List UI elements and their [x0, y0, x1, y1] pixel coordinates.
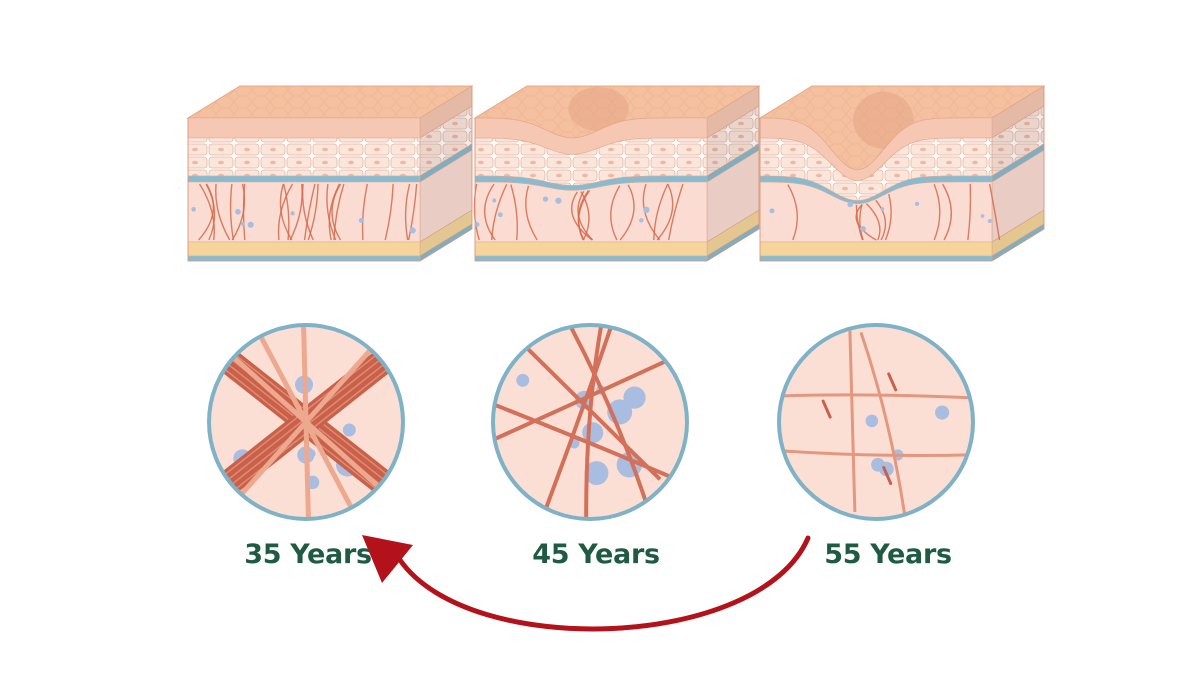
fat-layer [474, 241, 708, 257]
base-membrane [759, 255, 993, 262]
timeline-arrow [397, 535, 811, 632]
stage-label-45: 45 Years [532, 539, 660, 570]
base-membrane [474, 255, 708, 262]
membrane [187, 175, 421, 183]
skin-block-3 [758, 85, 1046, 262]
skin-block-1 [186, 85, 474, 262]
base-membrane [187, 255, 421, 262]
stage-label-55: 55 Years [824, 539, 952, 570]
magnified-view-2 [491, 323, 689, 521]
arrow-head-icon [362, 535, 413, 583]
cell-layer [187, 137, 421, 177]
magnified-view-1 [207, 323, 405, 521]
skin-block-2 [473, 85, 761, 262]
fat-layer [187, 241, 421, 257]
epidermis [187, 117, 421, 139]
stage-label-35: 35 Years [244, 539, 372, 570]
fat-layer [759, 241, 993, 257]
magnified-view-3 [777, 323, 975, 521]
